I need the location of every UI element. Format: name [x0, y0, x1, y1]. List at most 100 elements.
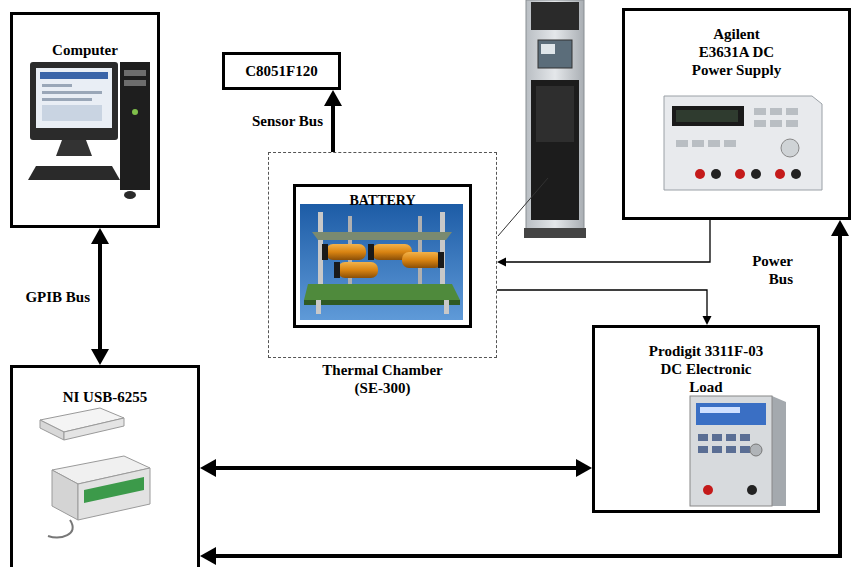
power-supply-box: Agilent E3631A DC Power Supply	[622, 8, 851, 220]
power-supply-picture	[770, 108, 782, 115]
arrowhead	[91, 349, 109, 365]
arrowhead	[576, 459, 592, 477]
battery-photo	[322, 244, 328, 260]
power-supply-picture	[754, 108, 766, 115]
bus-label: Power Bus	[733, 252, 793, 288]
arrowhead	[831, 220, 849, 236]
thermal-chamber-photo	[531, 80, 579, 220]
daq-picture	[78, 468, 150, 520]
battery-photo	[438, 252, 444, 268]
battery-photo	[300, 204, 463, 320]
power-supply-picture	[676, 140, 688, 147]
power-line	[497, 290, 712, 325]
electronic-load-picture	[740, 434, 750, 441]
electronic-load-picture	[747, 485, 757, 495]
battery-photo	[326, 244, 366, 260]
electronic-load-picture	[696, 403, 766, 425]
node-label: Thermal Chamber (SE-300)	[313, 361, 453, 397]
bus-label: Sensor Bus	[252, 112, 323, 130]
electronic-load-box: Prodigit 3311F-03 DC Electronic Load	[592, 325, 820, 513]
control-bus-arrow	[200, 459, 592, 477]
daq-picture	[64, 418, 124, 440]
gpib-bus-arrow	[98, 238, 102, 356]
battery-box: BATTERY	[293, 184, 472, 328]
power-line	[497, 220, 710, 267]
computer-picture	[42, 98, 92, 101]
electronic-load-picture	[740, 446, 750, 453]
battery-photo	[304, 284, 460, 300]
electronic-load-picture	[726, 434, 736, 441]
arrowhead	[324, 90, 342, 106]
computer-picture	[56, 140, 92, 156]
power-supply-picture	[781, 139, 799, 157]
electronic-load-picture	[712, 434, 722, 441]
power-supply-picture	[664, 96, 822, 190]
power-supply-picture	[708, 140, 720, 147]
microcontroller-box: C8051F120	[222, 52, 341, 90]
computer-picture	[42, 91, 102, 94]
thermal-chamber-region: Thermal Chamber (SE-300)BATTERY	[268, 152, 497, 358]
computer-picture	[28, 166, 120, 180]
power-supply-picture	[770, 120, 782, 127]
battery-photo	[402, 252, 442, 268]
computer-picture	[124, 191, 136, 199]
thermal-chamber-photo	[541, 44, 555, 54]
arrowhead	[91, 228, 109, 244]
gpib-bus-arrow	[91, 228, 109, 365]
electronic-load-picture	[712, 446, 722, 453]
power-supply-picture	[711, 169, 721, 179]
arrowhead	[200, 547, 216, 565]
arrowhead	[703, 316, 712, 325]
power-supply-picture	[735, 169, 745, 179]
computer-picture	[124, 80, 146, 86]
thermal-chamber-photo	[531, 2, 579, 30]
electronic-load-picture	[703, 485, 713, 495]
node-label: BATTERY	[349, 193, 415, 210]
power-supply-picture	[786, 120, 798, 127]
computer-picture	[42, 84, 72, 87]
battery-photo	[444, 300, 449, 314]
battery-photo	[440, 212, 445, 290]
electronic-load-picture	[698, 446, 708, 453]
sensor-bus-arrow	[331, 100, 335, 152]
node-label: Agilent E3631A DC Power Supply	[689, 25, 785, 79]
power-supply-picture	[751, 169, 761, 179]
control-bus-arrow	[210, 466, 583, 470]
power-supply-picture	[775, 169, 785, 179]
thermal-chamber-photo	[524, 228, 586, 238]
thermal-chamber-photo	[536, 86, 574, 142]
daq-picture	[84, 477, 144, 503]
electronic-load-picture	[750, 444, 762, 456]
thermal-chamber-photo	[538, 40, 572, 68]
daq-picture	[40, 420, 64, 440]
battery-photo	[304, 300, 460, 305]
electronic-load-picture	[690, 396, 772, 506]
thermal-chamber-photo	[498, 178, 548, 236]
thermal-chamber-photo	[526, 0, 584, 232]
arrowhead	[497, 258, 506, 267]
arrowhead	[200, 459, 216, 477]
battery-photo	[316, 300, 321, 314]
battery-photo	[368, 244, 374, 260]
power-supply-picture	[786, 108, 798, 115]
electronic-load-picture	[690, 396, 786, 506]
power-supply-picture	[676, 110, 738, 122]
electronic-load-picture	[700, 407, 740, 413]
electronic-load-picture	[726, 446, 736, 453]
node-label: Prodigit 3311F-03 DC Electronic Load	[645, 342, 767, 396]
battery-photo	[312, 232, 452, 240]
electronic-load-picture	[698, 434, 708, 441]
power-line	[502, 220, 710, 262]
bus-label: GPIB Bus	[25, 288, 90, 306]
power-supply-picture	[791, 169, 801, 179]
node-label: C8051F120	[245, 62, 318, 80]
power-supply-picture	[672, 106, 744, 126]
computer-picture	[124, 70, 146, 76]
node-label: NI USB-6255	[63, 388, 148, 406]
power-supply-picture	[754, 120, 766, 127]
power-supply-picture	[664, 96, 822, 190]
computer-picture	[30, 62, 118, 140]
